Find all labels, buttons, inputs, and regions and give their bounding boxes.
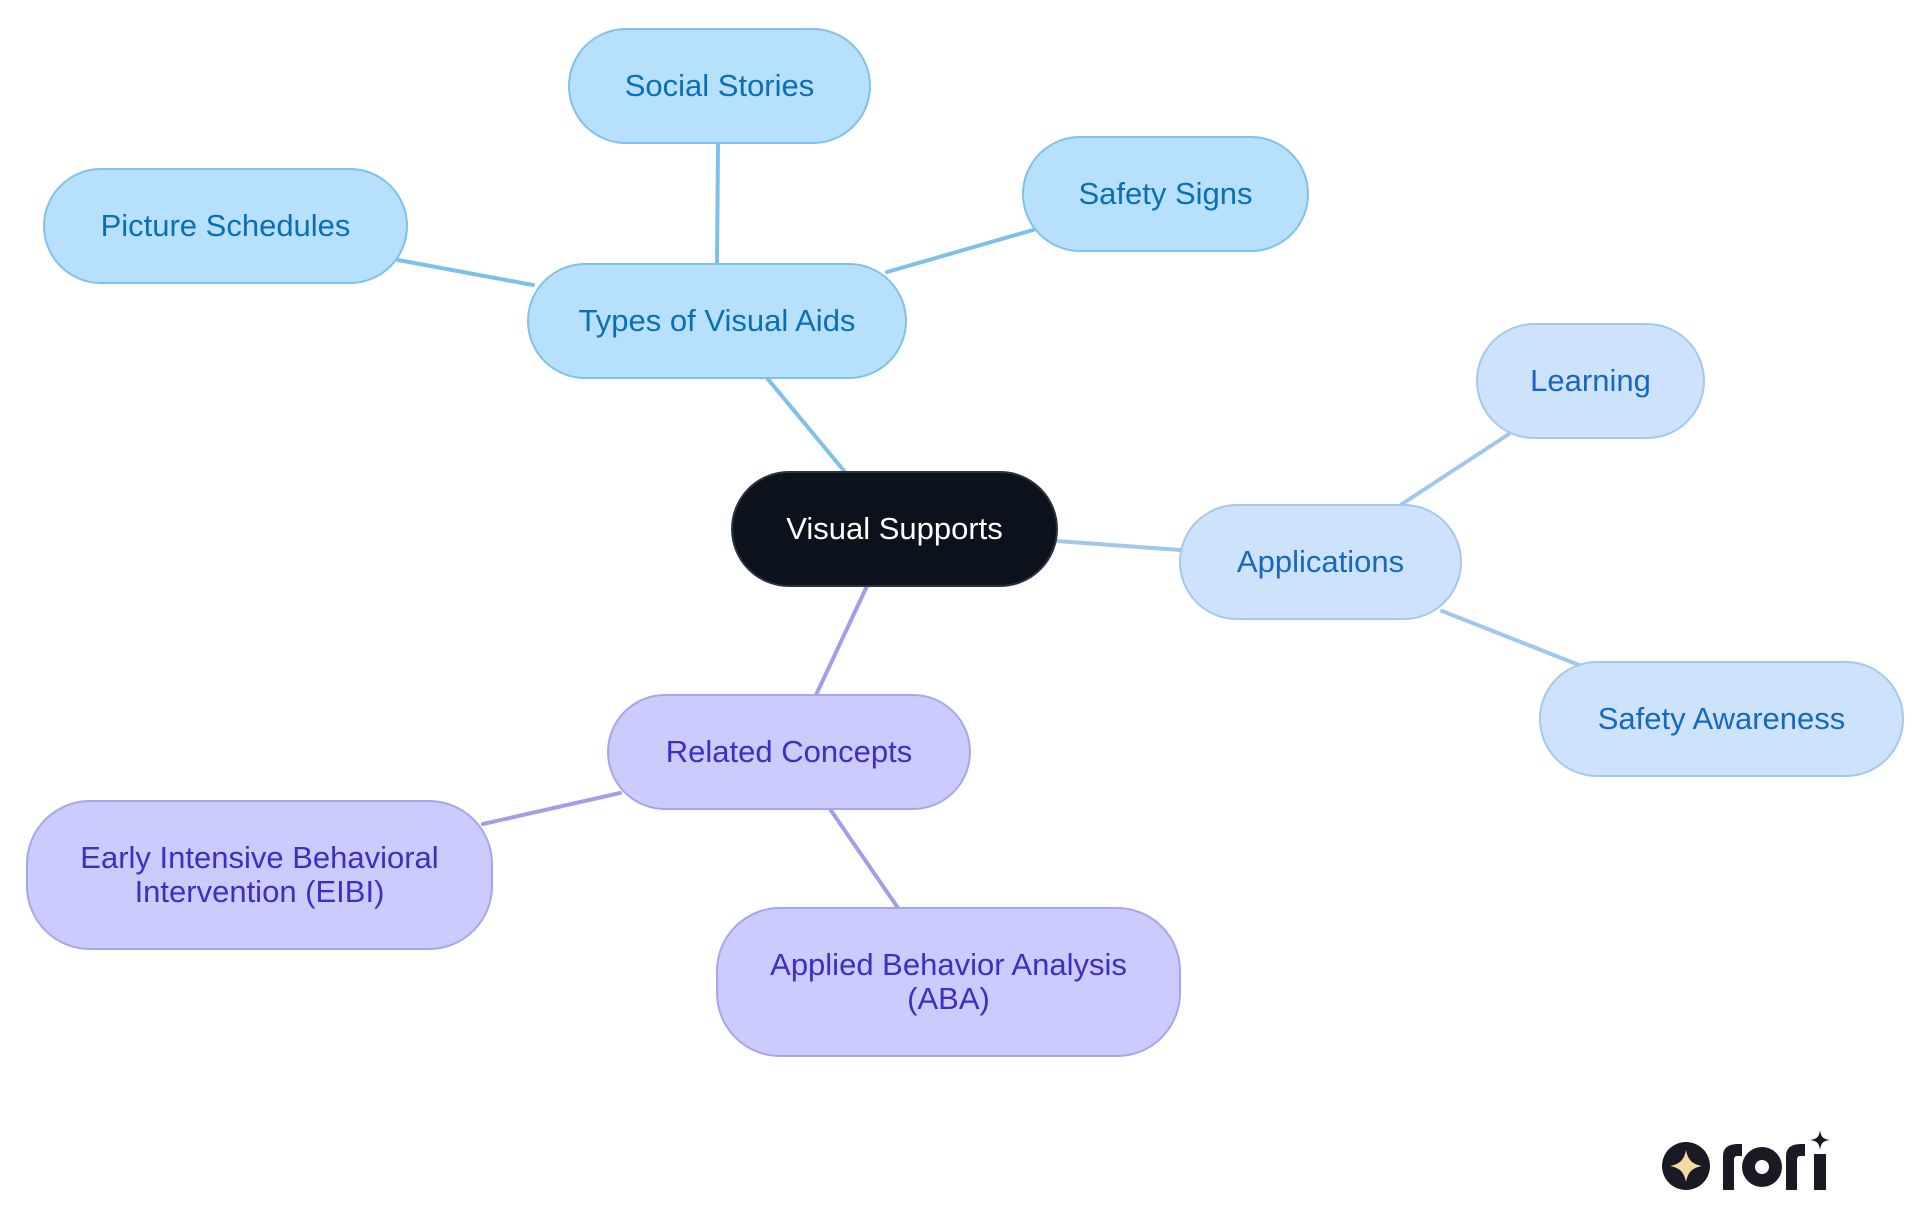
edge-applications-learning <box>1400 432 1511 506</box>
mind-map-edges <box>396 142 1581 910</box>
branch-node-label: Types of Visual Aids <box>578 303 856 338</box>
edge-root-types <box>765 376 847 474</box>
edge-applications-safety-awareness <box>1440 609 1581 667</box>
rori-wordmark <box>1723 1130 1830 1190</box>
leaf-node-safety-awareness: Safety Awareness <box>1539 661 1904 777</box>
edge-types-social <box>715 142 720 266</box>
edge-types-picture <box>396 258 535 287</box>
edge-related-aba <box>828 807 900 910</box>
leaf-node-label: Early Intensive Behavioral Intervention … <box>80 840 439 909</box>
sparkle-icon <box>1662 1142 1710 1190</box>
leaf-node-label: Applied Behavior Analysis (ABA) <box>770 947 1127 1016</box>
edge-root-applications <box>1055 539 1182 552</box>
leaf-node-learning: Learning <box>1476 323 1705 439</box>
leaf-node-label: Social Stories <box>624 68 815 103</box>
leaf-node-aba: Applied Behavior Analysis (ABA) <box>716 907 1181 1057</box>
leaf-node-eibi: Early Intensive Behavioral Intervention … <box>26 800 493 950</box>
edge-root-related <box>814 584 869 697</box>
branch-node-related-concepts: Related Concepts <box>607 694 971 810</box>
leaf-node-social-stories: Social Stories <box>568 28 871 144</box>
branch-node-types-of-visual-aids: Types of Visual Aids <box>527 263 907 379</box>
leaf-node-label: Safety Awareness <box>1597 701 1846 736</box>
root-node-label: Visual Supports <box>786 511 1003 546</box>
root-node-visual-supports: Visual Supports <box>731 471 1058 587</box>
branch-node-label: Related Concepts <box>665 734 913 769</box>
edge-types-safety-signs <box>885 228 1035 274</box>
branch-node-applications: Applications <box>1179 504 1462 620</box>
branch-node-label: Applications <box>1236 544 1405 579</box>
edge-related-eibi <box>481 791 622 826</box>
leaf-node-picture-schedules: Picture Schedules <box>43 168 408 284</box>
rori-logo <box>1662 1130 1830 1190</box>
leaf-node-label: Learning <box>1530 363 1651 398</box>
leaf-node-safety-signs: Safety Signs <box>1022 136 1309 252</box>
leaf-node-label: Safety Signs <box>1078 176 1253 211</box>
leaf-node-label: Picture Schedules <box>100 208 351 243</box>
